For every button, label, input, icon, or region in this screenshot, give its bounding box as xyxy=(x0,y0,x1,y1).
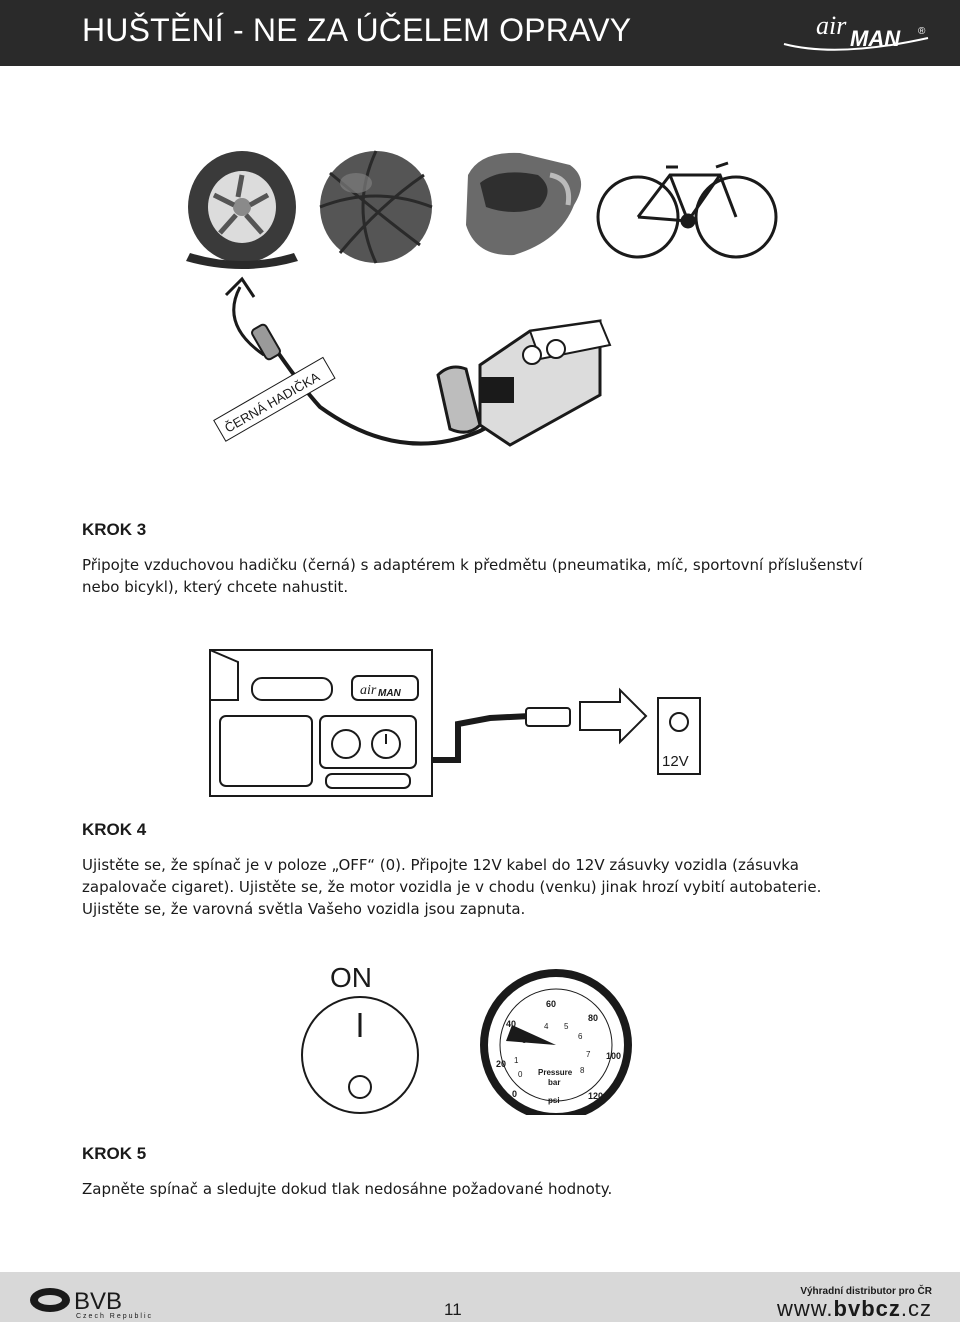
distributor-label: Výhradní distributor pro ČR xyxy=(800,1286,932,1297)
float-icon xyxy=(466,152,582,256)
compressor-logo-air: air xyxy=(360,683,377,698)
inflatables-illustration: ČERNÁ HADIČKA xyxy=(186,150,778,447)
step-4-label: KROK 4 xyxy=(82,820,147,839)
arrow-icon xyxy=(232,286,265,357)
pressure-gauge-icon: 60 40 20 0 80 100 120 0 1 3 4 5 6 7 8 Pr… xyxy=(480,969,632,1115)
gauge-tick-psi-0: 0 xyxy=(512,1089,517,1099)
compressor-logo-man: MAN xyxy=(378,688,402,699)
gauge-tick-bar-1: 1 xyxy=(514,1056,519,1065)
logo-registered-mark: ® xyxy=(918,26,926,37)
bvb-brand-text: BVB xyxy=(74,1288,122,1315)
switch-on-label: ON xyxy=(330,962,372,993)
step-3-text: Připojte vzduchovou hadičku (černá) s ad… xyxy=(82,556,863,596)
arrow-right-icon xyxy=(579,687,648,745)
gauge-bar-label: bar xyxy=(548,1078,560,1087)
plug-icon xyxy=(525,707,571,727)
step-5-label: KROK 5 xyxy=(82,1144,147,1163)
bvb-logo: BVB Czech Republic xyxy=(30,1288,153,1320)
step-3: KROK 3 Připojte vzduchovou hadičku (čern… xyxy=(82,520,882,598)
gauge-tick-psi-20: 20 xyxy=(496,1059,506,1069)
compressor-icon xyxy=(436,319,612,447)
bvb-brand-subtext: Czech Republic xyxy=(76,1313,153,1320)
website-domain: bvbcz xyxy=(833,1296,901,1321)
socket-icon xyxy=(657,697,701,775)
cable-icon xyxy=(432,713,531,763)
switch-gauge-illustration: ON 60 40 20 0 80 100 120 0 1 3 4 5 6 7 8… xyxy=(301,962,632,1115)
airman-logo: air MAN ® xyxy=(783,11,929,51)
gauge-tick-bar-7: 7 xyxy=(586,1050,591,1059)
gauge-tick-bar-6: 6 xyxy=(578,1032,583,1041)
step-4: KROK 4 Ujistěte se, že spínač je v poloz… xyxy=(82,820,882,920)
gauge-tick-psi-80: 80 xyxy=(588,1013,598,1023)
gauge-tick-psi-60: 60 xyxy=(546,999,556,1009)
gauge-tick-bar-5: 5 xyxy=(564,1022,569,1031)
gauge-pressure-label: Pressure xyxy=(538,1068,573,1077)
logo-air-text: air xyxy=(816,11,847,40)
website-suffix: .cz xyxy=(900,1296,932,1321)
bicycle-icon xyxy=(596,161,778,259)
ball-icon xyxy=(319,150,433,264)
power-connection-illustration: air MAN 12V xyxy=(209,649,701,797)
gauge-tick-bar-3: 3 xyxy=(522,1036,527,1045)
step-3-label: KROK 3 xyxy=(82,520,147,539)
gauge-tick-bar-4: 4 xyxy=(544,1022,549,1031)
gauge-psi-label: psi xyxy=(548,1096,560,1105)
gauge-tick-psi-100: 100 xyxy=(606,1051,621,1061)
gauge-tick-psi-40: 40 xyxy=(506,1019,516,1029)
page-title: HUŠTĚNÍ - NE ZA ÚČELEM OPRAVY xyxy=(82,12,632,48)
gauge-tick-bar-0: 0 xyxy=(518,1070,523,1079)
website-link[interactable]: www.bvbcz.cz xyxy=(777,1296,932,1322)
tire-icon xyxy=(186,151,298,269)
logo-man-text: MAN xyxy=(850,26,901,51)
page-number: 11 xyxy=(444,1300,462,1319)
page-header: HUŠTĚNÍ - NE ZA ÚČELEM OPRAVY air MAN ® xyxy=(0,0,960,66)
compressor-front-icon: air MAN xyxy=(209,649,433,797)
hose-label: ČERNÁ HADIČKA xyxy=(222,369,322,436)
gauge-tick-psi-120: 120 xyxy=(588,1091,603,1101)
step-5-text: Zapněte spínač a sledujte dokud tlak ned… xyxy=(82,1180,613,1198)
step-4-text: Ujistěte se, že spínač je v poloze „OFF“… xyxy=(82,856,822,918)
page-footer xyxy=(0,1272,960,1322)
website-prefix: www. xyxy=(776,1296,834,1321)
power-switch-icon xyxy=(301,996,419,1114)
gauge-tick-bar-8: 8 xyxy=(580,1066,585,1075)
socket-label: 12V xyxy=(662,753,689,770)
step-5: KROK 5 Zapněte spínač a sledujte dokud t… xyxy=(82,1144,882,1200)
